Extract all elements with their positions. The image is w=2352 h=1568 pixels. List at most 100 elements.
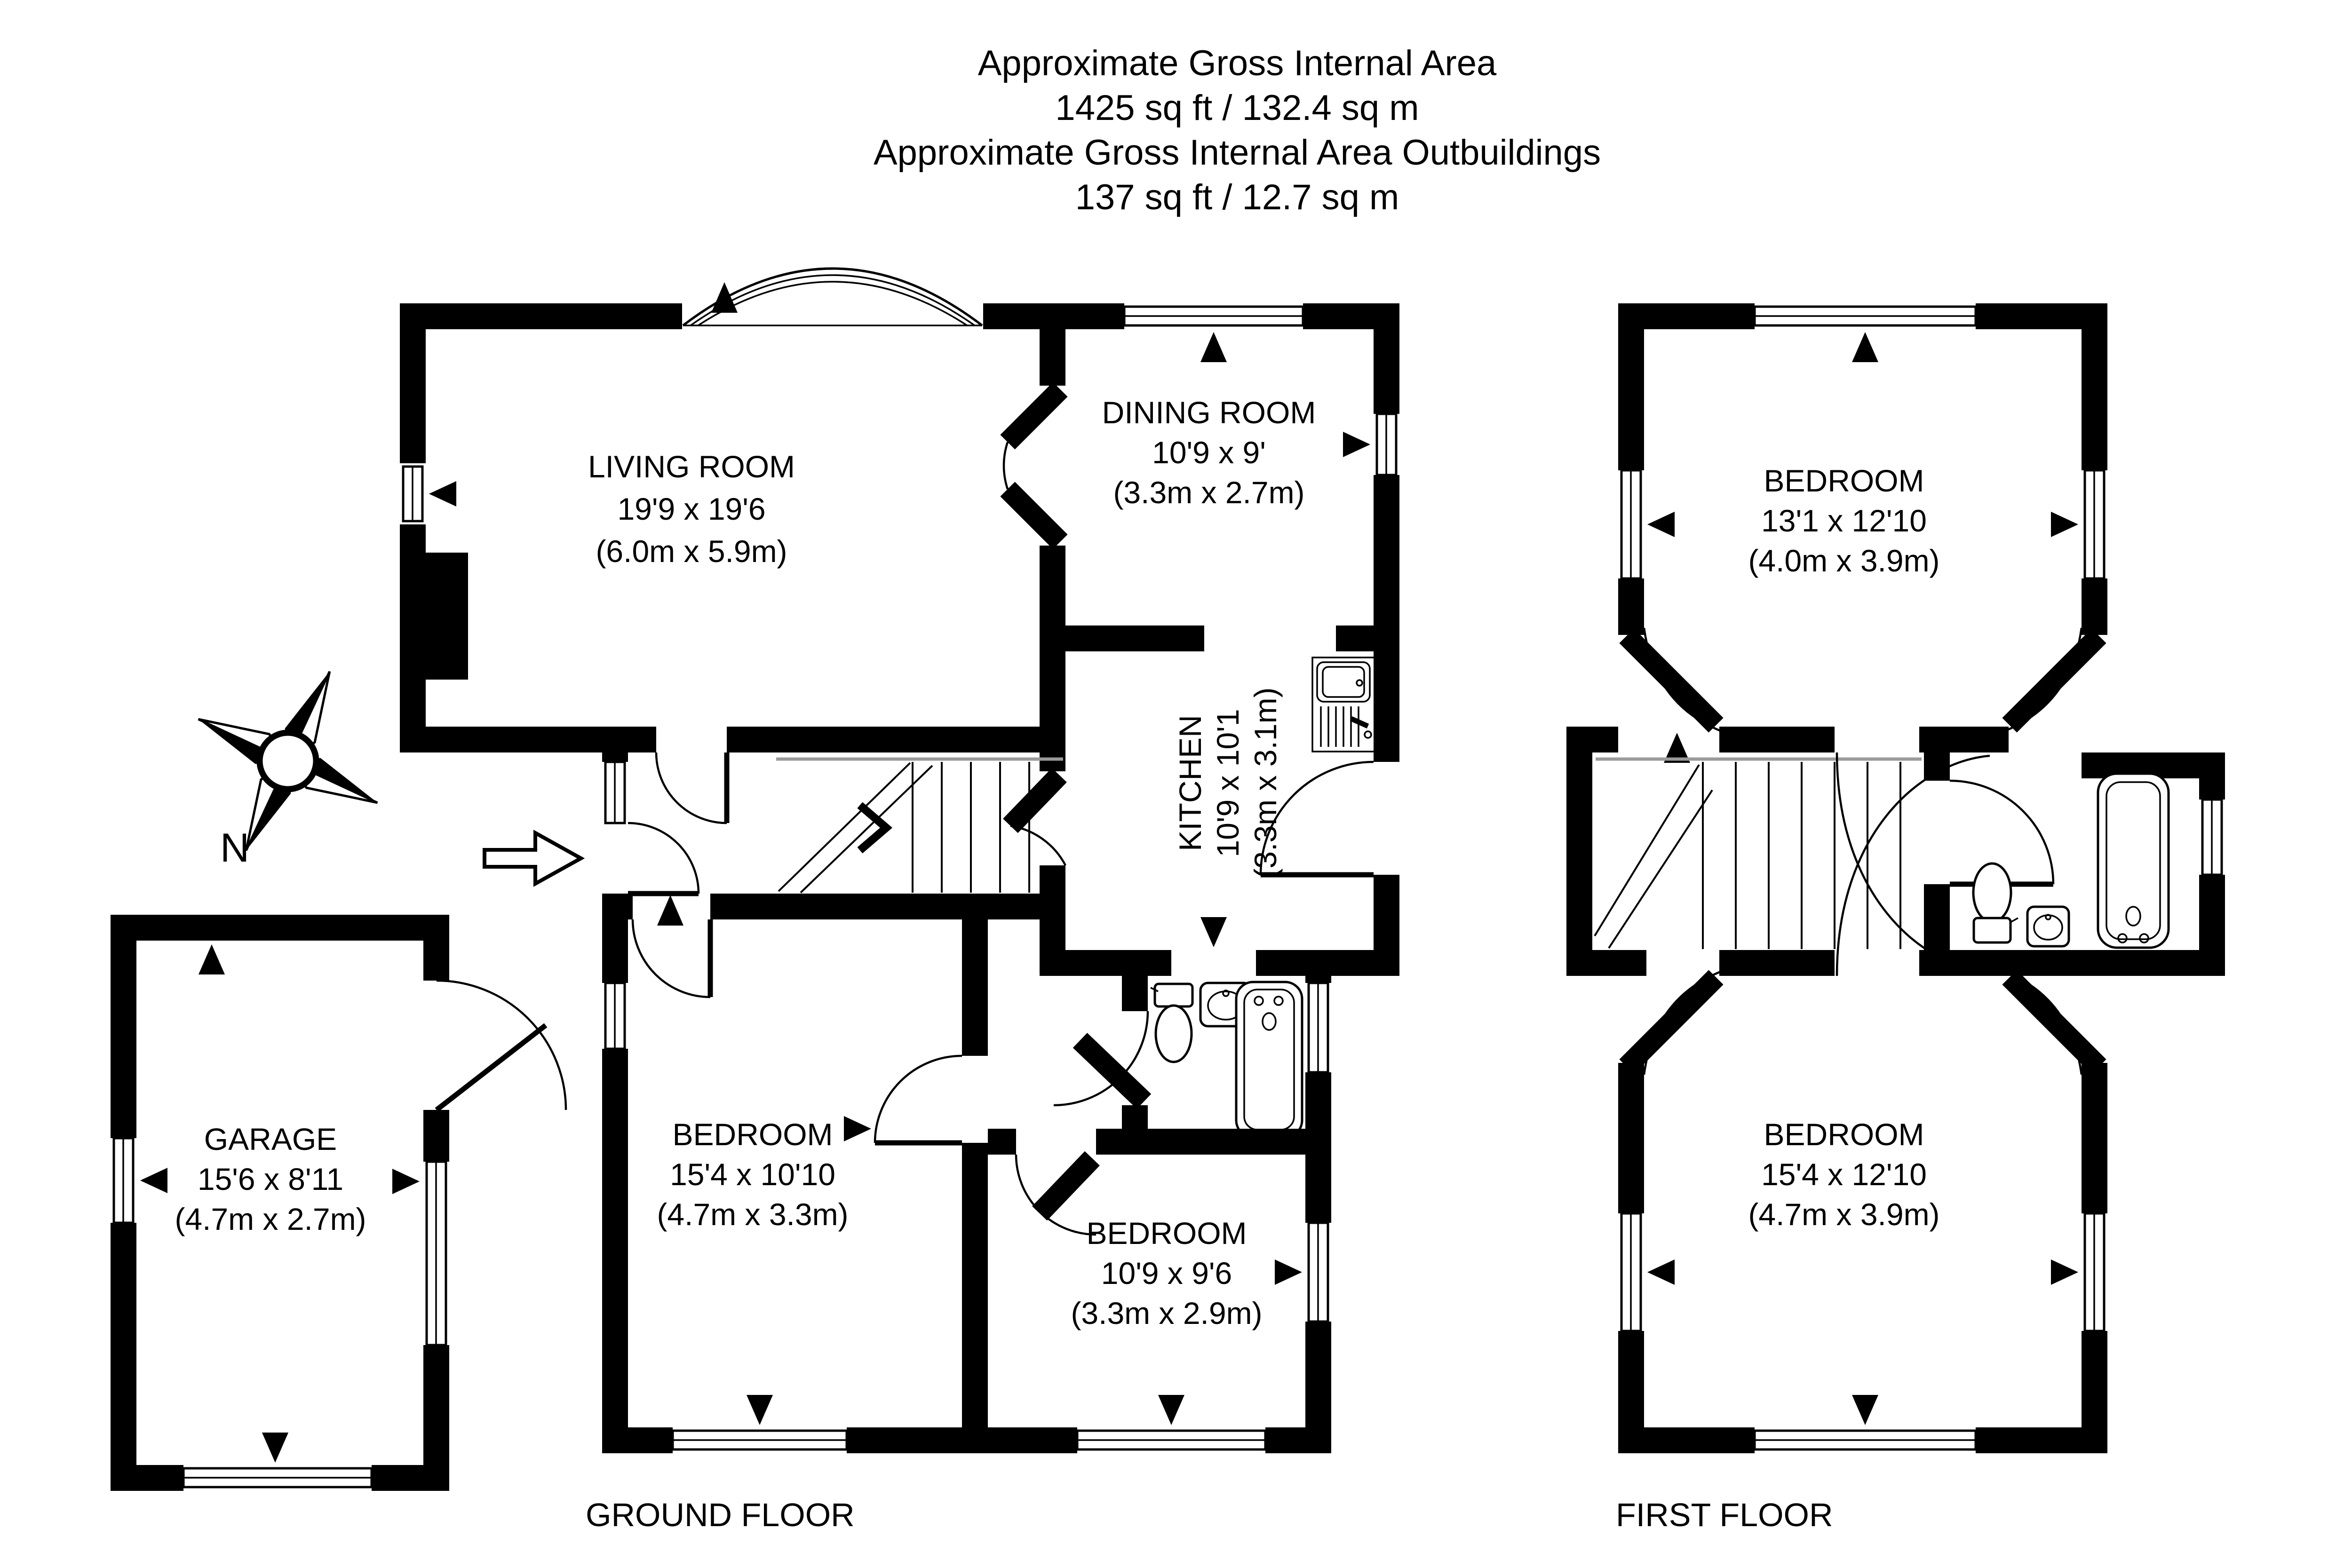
toilet-icon <box>1150 982 1194 1063</box>
room-bedroom-ff-top: BEDROOM 13'1 x 12'10 (4.0m x 3.9m) <box>1618 303 2107 752</box>
door-swing-icon <box>1619 627 1741 739</box>
toilet-icon <box>1972 862 2018 944</box>
room-living-room: LIVING ROOM 19'9 x 19'6 (6.0m x 5.9m) <box>400 267 1068 824</box>
window-icon <box>1620 1212 1675 1332</box>
window-arrow-icon <box>1200 917 1227 947</box>
double-door-icon <box>1000 329 1068 727</box>
door-swing-icon <box>1003 768 1067 866</box>
title-line-4: 137 sq ft / 12.7 sq m <box>1075 177 1399 217</box>
staircase-icon <box>1594 757 1922 949</box>
door-swing-icon <box>1053 1011 1152 1109</box>
title-line-2: 1425 sq ft / 132.4 sq m <box>1055 88 1419 128</box>
room-bedroom-gf-right: BEDROOM 10'9 x 9'6 (3.3m x 2.9m) <box>988 976 1331 1453</box>
window-icon <box>182 1433 373 1489</box>
room-dimensions-imperial: 19'9 x 19'6 <box>617 491 765 526</box>
chimney-breast <box>426 553 468 680</box>
window-icon <box>1753 1395 1977 1451</box>
title-line-1: Approximate Gross Internal Area <box>978 43 1497 83</box>
room-bathroom-ff <box>1924 752 2225 976</box>
room-label: LIVING ROOM <box>588 449 795 484</box>
room-bedroom-gf-left: BEDROOM 15'4 x 10'10 (4.7m x 3.3m) <box>602 894 988 1427</box>
room-bathroom-gf <box>1053 976 1329 1139</box>
window-icon <box>1076 1395 1267 1451</box>
stairs-direction-icon <box>857 802 893 854</box>
room-dimensions-imperial: 10'9 x 9' <box>1152 435 1266 470</box>
window-arrow-icon <box>262 1433 288 1463</box>
window-arrow-icon <box>429 481 456 507</box>
door-swing-icon <box>435 979 567 1112</box>
room-dimensions-metric: (4.7m x 3.9m) <box>1748 1197 1939 1232</box>
window-icon <box>2051 469 2106 580</box>
bathtub-icon <box>1235 981 1303 1139</box>
ground-floor-bottom-wall <box>602 1395 1331 1453</box>
window-icon <box>2201 798 2223 876</box>
back-door-icon <box>1259 760 1374 878</box>
door-arrow-icon <box>1664 733 1690 763</box>
room-label: DINING ROOM <box>1102 395 1316 430</box>
window-arrow-icon <box>1852 332 1878 362</box>
window-arrow-icon <box>2051 1259 2078 1285</box>
first-floor-plan: BEDROOM 13'1 x 12'10 (4.0m x 3.9m) <box>1566 303 2225 1533</box>
entrance-door-icon <box>628 822 700 896</box>
window-icon <box>604 760 626 824</box>
window-icon <box>1343 412 1398 476</box>
room-dimensions-imperial: 13'1 x 12'10 <box>1761 503 1927 538</box>
window-icon <box>1307 982 1329 1074</box>
basin-icon <box>2026 905 2070 948</box>
window-icon <box>1275 1221 1329 1323</box>
door-arrow-icon <box>844 1116 871 1141</box>
garage-plan: GARAGE 15'6 x 8'11 (4.7m x 2.7m) <box>111 915 567 1491</box>
ground-floor-label: GROUND FLOOR <box>586 1497 855 1533</box>
door-arrow-icon <box>657 895 683 926</box>
room-dimensions-metric: (3.3m x 2.7m) <box>1113 475 1304 510</box>
door-swing-icon <box>1985 627 2106 739</box>
room-dimensions-metric: (3.3m x 2.9m) <box>1071 1296 1262 1330</box>
window-arrow-icon <box>2051 512 2078 537</box>
window-icon <box>112 1137 135 1224</box>
compass-north-label: N <box>220 825 249 871</box>
window-icon <box>402 465 456 523</box>
window-icon <box>671 1395 848 1451</box>
window-arrow-icon <box>1647 1259 1675 1285</box>
window-arrow-icon <box>1275 1259 1302 1285</box>
window-arrow-icon <box>1158 1395 1184 1425</box>
room-dimensions-imperial: 10'9 x 10'1 <box>1210 709 1245 857</box>
door-swing-icon <box>1985 964 2106 1075</box>
title-block: Approximate Gross Internal Area 1425 sq … <box>874 43 1601 217</box>
window-icon <box>1620 469 1675 580</box>
door-swing-icon <box>1619 964 1741 1075</box>
window-arrow-icon <box>711 282 738 313</box>
hallway <box>483 752 1067 998</box>
door-swing-icon <box>844 1054 962 1146</box>
window-arrow-icon <box>1200 332 1227 362</box>
door-swing-icon <box>1015 1151 1100 1236</box>
window-icon <box>2051 1212 2106 1332</box>
room-label: BEDROOM <box>1764 1117 1924 1152</box>
room-dimensions-metric: (4.0m x 3.9m) <box>1748 543 1939 578</box>
room-label: BEDROOM <box>1764 463 1924 498</box>
room-dining-room: DINING ROOM 10'9 x 9' (3.3m x 2.7m) <box>1065 303 1399 762</box>
window-icon <box>604 982 626 1050</box>
window-arrow-icon <box>747 1395 773 1425</box>
door-swing-icon <box>1836 752 1990 976</box>
window-arrow-icon <box>392 1169 420 1194</box>
room-label: BEDROOM <box>1086 1216 1247 1251</box>
door-swing-icon <box>655 752 730 824</box>
room-dimensions-imperial: 15'4 x 10'10 <box>670 1157 835 1192</box>
window-icon <box>1123 305 1304 362</box>
ground-floor-plan: LIVING ROOM 19'9 x 19'6 (6.0m x 5.9m) DI… <box>400 267 1399 1533</box>
bathtub-icon <box>2097 772 2170 949</box>
door-swing-icon <box>631 919 713 998</box>
room-dimensions-imperial: 15'6 x 8'11 <box>198 1162 343 1196</box>
room-label: BEDROOM <box>672 1117 833 1152</box>
window-arrow-icon <box>1647 512 1675 537</box>
landing <box>1566 727 1990 976</box>
window-icon <box>425 1160 447 1346</box>
room-dimensions-imperial: 10'9 x 9'6 <box>1101 1256 1232 1291</box>
window-arrow-icon <box>1852 1395 1878 1425</box>
room-dimensions-imperial: 15'4 x 12'10 <box>1761 1157 1927 1192</box>
room-bedroom-ff-bottom: BEDROOM 15'4 x 12'10 (4.7m x 3.9m) <box>1618 950 2107 1453</box>
window-arrow-icon <box>199 944 225 974</box>
